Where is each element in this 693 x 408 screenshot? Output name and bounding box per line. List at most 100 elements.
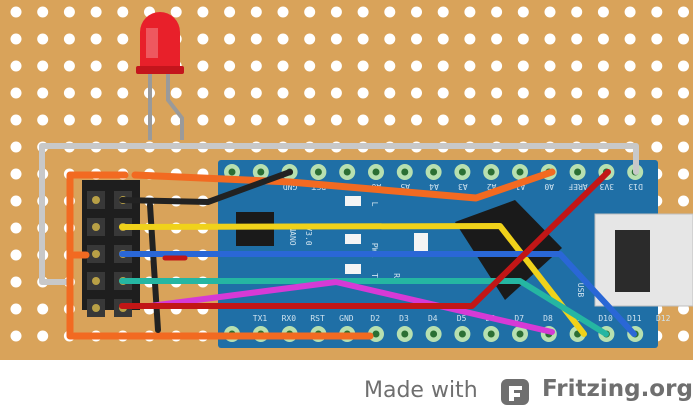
header-pin-contact — [92, 304, 100, 312]
board-hole — [624, 33, 636, 45]
board-hole — [571, 87, 583, 99]
board-hole — [250, 6, 262, 18]
board-hole — [571, 60, 583, 72]
board-hole — [411, 6, 422, 18]
board-hole — [224, 114, 236, 126]
board-hole — [517, 87, 529, 99]
nano-bottom-pin-label: D11 — [627, 314, 642, 323]
board-hole — [277, 87, 289, 99]
nano-bottom-pin-label: RST — [310, 314, 325, 323]
board-hole — [437, 87, 449, 99]
board-hole — [464, 114, 476, 126]
board-hole — [597, 87, 609, 99]
board-hole — [411, 87, 422, 99]
nano-pin-hole — [516, 168, 524, 176]
board-hole — [330, 114, 342, 126]
board-hole — [197, 87, 209, 99]
red-led — [136, 12, 184, 140]
nano-board-text: USB — [576, 283, 585, 298]
board-hole — [10, 222, 22, 234]
wire-red-1 — [119, 169, 611, 309]
header-pin-contact — [92, 277, 100, 285]
led-tx-smd — [345, 264, 361, 274]
board-hole — [651, 60, 663, 72]
board-hole — [37, 303, 49, 315]
board-hole — [63, 6, 75, 18]
nano-pin-hole — [574, 168, 582, 176]
nano-board-text: L — [370, 202, 379, 207]
board-hole — [678, 6, 689, 18]
board-hole — [250, 33, 262, 45]
board-hole — [304, 6, 316, 18]
board-hole — [224, 60, 236, 72]
board-hole — [10, 141, 22, 153]
nano-board-text: NANO — [288, 226, 297, 245]
nano-pin-hole — [458, 330, 466, 338]
board-hole — [357, 6, 369, 18]
nano-bottom-pin-label: D4 — [428, 314, 438, 323]
board-hole — [464, 6, 476, 18]
footer — [0, 360, 693, 408]
board-hole — [37, 114, 49, 126]
board-hole — [250, 114, 262, 126]
nano-top-pin-label: 3V3 — [599, 182, 614, 191]
nano-pin-hole — [343, 168, 351, 176]
led-pwr-smd — [345, 234, 361, 244]
board-hole — [464, 33, 476, 45]
wires — [39, 143, 639, 340]
wire-magenta — [147, 279, 555, 335]
board-hole — [197, 33, 209, 45]
nano-top-pin-label: D13 — [628, 182, 643, 191]
board-hole — [197, 6, 209, 18]
board-hole — [544, 114, 556, 126]
nano-bottom-pin-label: GND — [339, 314, 354, 323]
nano-pin-hole — [516, 330, 524, 338]
fritzing-brand-text: Fritzing.org — [542, 376, 693, 402]
nano-pin-hole — [458, 168, 466, 176]
nano-pin-hole — [430, 168, 438, 176]
board-hole — [197, 114, 209, 126]
fritzing-logo-icon — [501, 379, 529, 405]
board-hole — [571, 6, 583, 18]
board-hole — [491, 33, 503, 45]
board-hole — [197, 60, 209, 72]
board-hole — [624, 114, 636, 126]
board-hole — [384, 33, 396, 45]
board-hole — [411, 114, 422, 126]
board-hole — [678, 87, 689, 99]
board-hole — [224, 6, 236, 18]
board-hole — [597, 33, 609, 45]
nano-pin-hole — [372, 168, 380, 176]
board-hole — [544, 60, 556, 72]
board-hole — [10, 249, 22, 261]
board-hole — [37, 87, 49, 99]
board-hole — [304, 60, 316, 72]
nano-pin-hole — [401, 168, 409, 176]
nano-pin-hole — [372, 330, 380, 338]
board-hole — [277, 114, 289, 126]
board-hole — [651, 114, 663, 126]
nano-board-text: V3.0 — [304, 226, 313, 245]
nano-pin-hole — [257, 168, 265, 176]
board-hole — [678, 114, 689, 126]
board-hole — [544, 87, 556, 99]
board-hole — [90, 33, 102, 45]
board-hole — [10, 87, 22, 99]
board-hole — [170, 6, 182, 18]
board-hole — [250, 87, 262, 99]
header-pin-contact — [92, 223, 100, 231]
board-hole — [304, 87, 316, 99]
board-hole — [10, 276, 22, 288]
board-hole — [10, 168, 22, 180]
board-hole — [330, 33, 342, 45]
board-hole — [678, 141, 689, 153]
board-hole — [437, 6, 449, 18]
board-hole — [90, 87, 102, 99]
board-hole — [571, 33, 583, 45]
board-hole — [597, 60, 609, 72]
board-hole — [597, 114, 609, 126]
header-pin-contact — [92, 250, 100, 258]
led-l-smd — [345, 196, 361, 206]
board-hole — [624, 60, 636, 72]
board-hole — [224, 33, 236, 45]
